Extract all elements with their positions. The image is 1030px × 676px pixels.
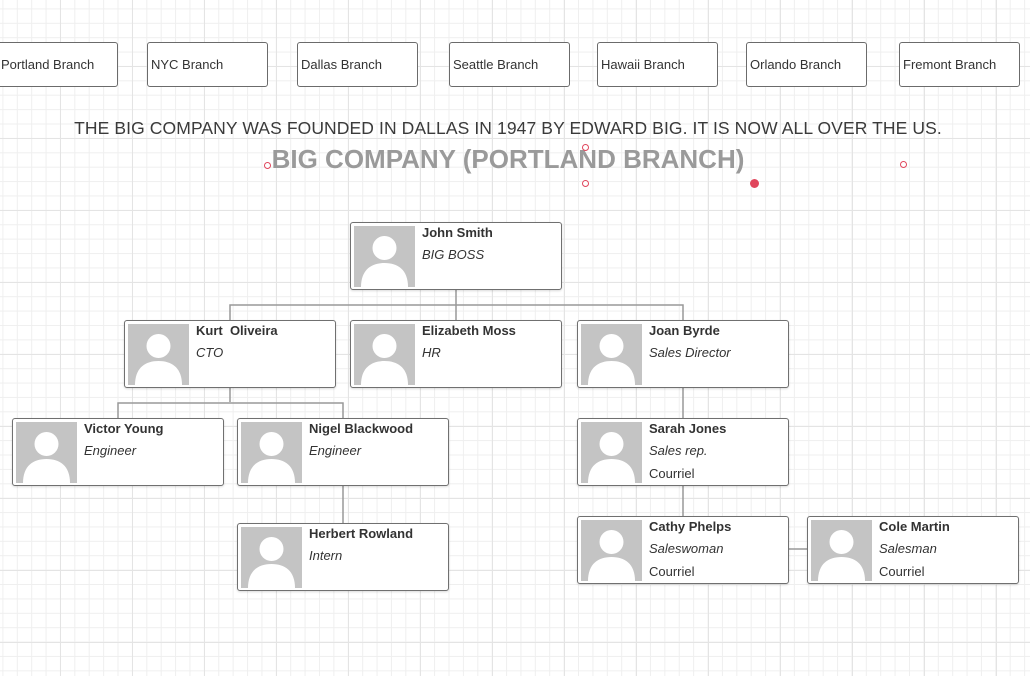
employee-card-elizabeth-moss[interactable]: Elizabeth Moss HR [350,320,562,388]
employee-role: Engineer [309,443,362,458]
page-title[interactable]: BIG COMPANY (PORTLAND BRANCH) [271,144,745,174]
person-silhouette-icon [581,324,642,385]
employee-card-nigel-blackwood[interactable]: Nigel Blackwood Engineer [237,418,449,486]
person-silhouette-icon [354,324,415,385]
employee-name: Herbert Rowland [309,526,414,541]
employee-name: Victor Young [84,421,164,436]
employee-role: BIG BOSS [422,247,485,262]
employee-role: HR [422,345,441,360]
employee-name: Kurt Oliveira [196,323,278,338]
person-silhouette-icon [354,226,415,287]
employee-card-joan-byrde[interactable]: Joan Byrde Sales Director [577,320,789,388]
employee-role: Saleswoman [649,541,724,556]
person-silhouette-icon [128,324,189,385]
person-silhouette-icon [241,527,302,588]
employee-name: Elizabeth Moss [422,323,516,338]
branch-button-nyc[interactable]: NYC Branch [147,42,268,87]
employee-card-cathy-phelps[interactable]: Cathy Phelps Saleswoman Courriel [577,516,789,584]
employee-card-kurt-oliveira[interactable]: Kurt Oliveira CTO [124,320,336,388]
branch-button-dallas[interactable]: Dallas Branch [297,42,418,87]
person-silhouette-icon [581,520,642,581]
employee-role: Intern [309,548,343,563]
employee-contact: Courriel [879,564,925,579]
selection-handle-bottom[interactable] [582,180,589,187]
employee-contact: Courriel [649,466,695,481]
person-silhouette-icon [581,422,642,483]
selection-handle-active[interactable] [750,179,759,188]
branch-button-portland[interactable]: Portland Branch [0,42,118,87]
employee-name: Sarah Jones [649,421,727,436]
employee-role: CTO [196,345,224,360]
employee-card-cole-martin[interactable]: Cole Martin Salesman Courriel [807,516,1019,584]
employee-name: Joan Byrde [649,323,720,338]
employee-name: Cole Martin [879,519,950,534]
employee-name: Cathy Phelps [649,519,732,534]
employee-role: Sales rep. [649,443,708,458]
employee-role: Sales Director [649,345,731,360]
employee-name: John Smith [422,225,493,240]
branch-button-orlando[interactable]: Orlando Branch [746,42,867,87]
employee-name: Nigel Blackwood [309,421,414,436]
selection-handle-right[interactable] [900,161,907,168]
employee-card-sarah-jones[interactable]: Sarah Jones Sales rep. Courriel [577,418,789,486]
company-description[interactable]: THE BIG COMPANY WAS FOUNDED IN DALLAS IN… [74,118,942,138]
branch-button-fremont[interactable]: Fremont Branch [899,42,1020,87]
employee-role: Engineer [84,443,137,458]
branch-button-hawaii[interactable]: Hawaii Branch [597,42,718,87]
person-silhouette-icon [811,520,872,581]
employee-contact: Courriel [649,564,695,579]
employee-card-victor-young[interactable]: Victor Young Engineer [12,418,224,486]
person-silhouette-icon [16,422,77,483]
person-silhouette-icon [241,422,302,483]
employee-role: Salesman [879,541,937,556]
employee-card-herbert-rowland[interactable]: Herbert Rowland Intern [237,523,449,591]
branch-button-seattle[interactable]: Seattle Branch [449,42,570,87]
employee-card-john-smith[interactable]: John Smith BIG BOSS [350,222,562,290]
selection-handle-top[interactable] [582,144,589,151]
selection-handle-left[interactable] [264,162,271,169]
